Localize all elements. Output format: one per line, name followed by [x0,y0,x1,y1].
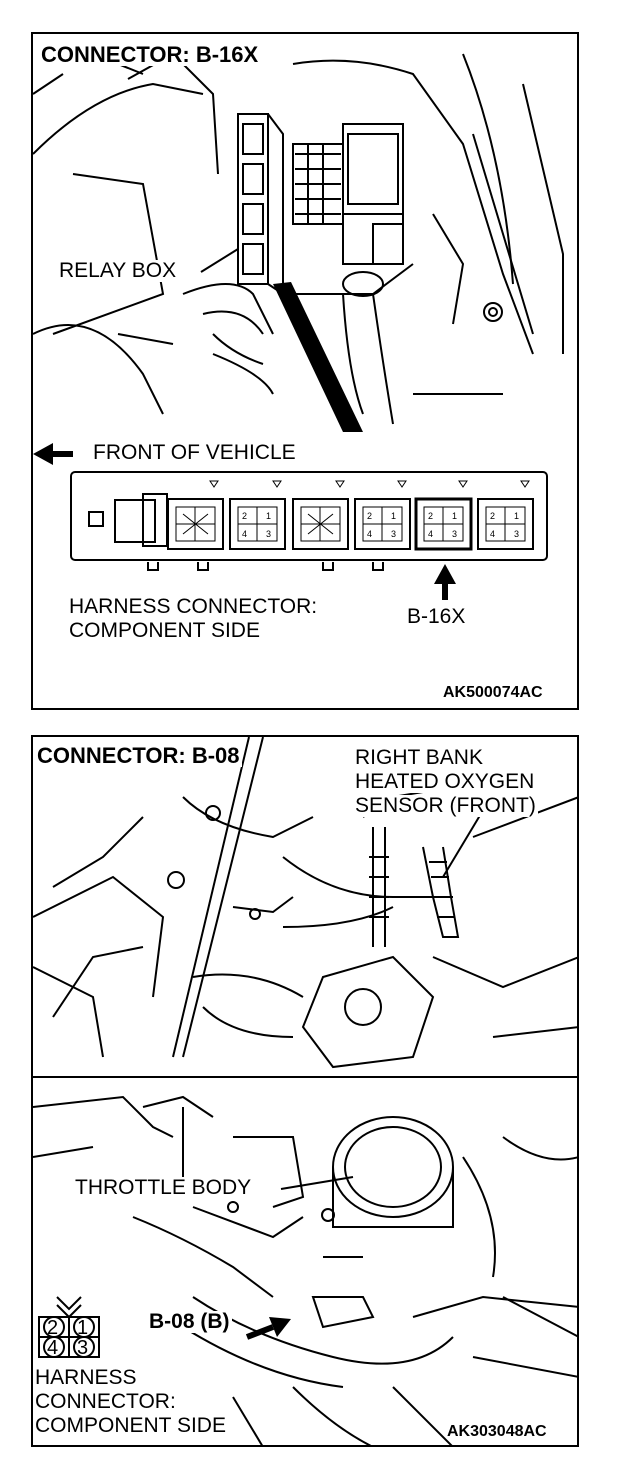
svg-text:4: 4 [428,529,433,539]
connector-b16x-panel: 2 1 4 3 2 1 4 3 2 1 4 3 2 1 4 3 CONNECTOR: B-16X… [31,32,579,710]
b16x-pointer-arrow [434,564,456,600]
relay-box-illustration: 2 1 4 3 2 1 4 3 2 1 4 3 2 1 4 3 [33,52,564,600]
svg-text:4: 4 [47,1337,58,1359]
svg-text:1: 1 [452,511,457,521]
connector-block [70,471,548,571]
sensor-label-line3: SENSOR (FRONT) [353,794,538,817]
svg-text:2: 2 [242,511,247,521]
b08-pointer-arrow [245,1317,291,1340]
front-direction-arrow [33,443,73,465]
svg-text:2: 2 [490,511,495,521]
engine-bay-illustration: 2 1 4 3 [33,737,577,1445]
throttle-body-label: THROTTLE BODY [73,1176,254,1199]
sensor-label-line1: RIGHT BANK [353,746,485,769]
svg-text:2: 2 [367,511,372,521]
harness-label-line3: COMPONENT SIDE [33,1414,228,1437]
b16x-pin-labels: 2 1 4 3 2 1 4 3 2 1 4 3 2 1 4 3 [242,511,519,539]
svg-text:4: 4 [242,529,247,539]
front-of-vehicle-label: FRONT OF VEHICLE [91,441,298,464]
svg-text:1: 1 [77,1317,88,1339]
b08-connector-label: B-08 (B) [147,1310,232,1333]
svg-text:1: 1 [391,511,396,521]
connector-label: B-16X [405,605,468,628]
svg-text:2: 2 [47,1317,58,1339]
connector-b08-panel: 2 1 4 3 CONNECTOR: B-08 RIGHT BANK HEATE… [31,735,579,1447]
sensor-label-line2: HEATED OXYGEN [353,770,537,793]
svg-text:3: 3 [266,529,271,539]
harness-label-line1: HARNESS [33,1366,139,1389]
svg-text:1: 1 [514,511,519,521]
harness-label-line1: HARNESS CONNECTOR: [67,595,320,618]
svg-text:1: 1 [266,511,271,521]
svg-text:4: 4 [367,529,372,539]
svg-text:2: 2 [428,511,433,521]
b08-pin-diagram [38,1296,100,1358]
harness-label-line2: CONNECTOR: [33,1390,178,1413]
svg-text:3: 3 [77,1337,88,1359]
figure-code: AK303048AC [447,1423,547,1440]
harness-label-line2: COMPONENT SIDE [67,619,262,642]
figure-code: AK500074AC [443,684,543,701]
connector-title: CONNECTOR: B-08 [35,743,242,768]
svg-text:3: 3 [391,529,396,539]
svg-text:4: 4 [490,529,495,539]
connector-title: CONNECTOR: B-16X [39,42,261,67]
svg-text:3: 3 [452,529,457,539]
svg-text:3: 3 [514,529,519,539]
relay-box-label: RELAY BOX [57,259,179,282]
